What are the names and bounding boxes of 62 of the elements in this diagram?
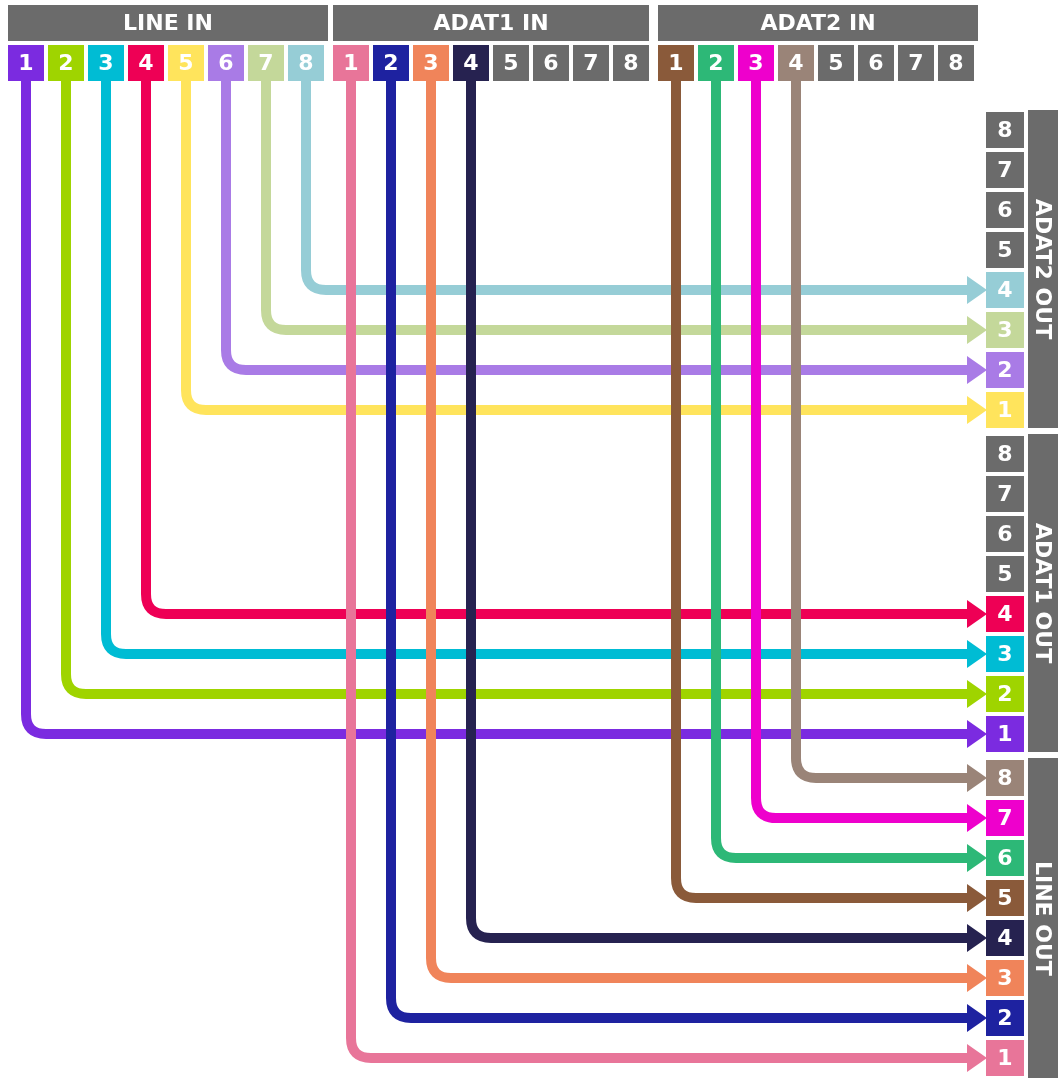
arrow	[221, 81, 987, 384]
channel-box: 1	[986, 716, 1024, 752]
channel-box: 1	[986, 1040, 1024, 1076]
channel-box: 7	[248, 45, 284, 81]
channel-box: 4	[128, 45, 164, 81]
arrow	[671, 81, 987, 912]
channel-box: 5	[986, 556, 1024, 592]
arrow	[751, 81, 987, 832]
channel-box: 1	[986, 392, 1024, 428]
channel-box: 1	[8, 45, 44, 81]
channel-box: 3	[738, 45, 774, 81]
channel-box: 3	[986, 312, 1024, 348]
channel-box: 7	[986, 476, 1024, 512]
channel-box: 7	[898, 45, 934, 81]
channel-box: 2	[48, 45, 84, 81]
channel-box: 6	[208, 45, 244, 81]
channel-box: 6	[858, 45, 894, 81]
channel-box: 3	[986, 960, 1024, 996]
channel-box: 3	[986, 636, 1024, 672]
channel-box: 8	[986, 760, 1024, 796]
group-header: ADAT1 OUT	[1028, 434, 1058, 752]
channel-box: 8	[986, 436, 1024, 472]
channel-box: 6	[986, 192, 1024, 228]
channel-box: 8	[288, 45, 324, 81]
channel-box: 4	[986, 596, 1024, 632]
channel-box: 5	[986, 232, 1024, 268]
group-header: ADAT1 IN	[333, 5, 649, 41]
channel-box: 2	[373, 45, 409, 81]
channel-box: 8	[613, 45, 649, 81]
arrow	[181, 81, 987, 424]
channel-box: 8	[986, 112, 1024, 148]
channel-box: 1	[658, 45, 694, 81]
channel-box: 5	[818, 45, 854, 81]
channel-box: 8	[938, 45, 974, 81]
channel-box: 3	[88, 45, 124, 81]
arrow	[301, 81, 987, 304]
group-header: LINE OUT	[1028, 758, 1058, 1078]
channel-box: 4	[986, 920, 1024, 956]
channel-box: 6	[986, 840, 1024, 876]
arrow	[711, 81, 987, 872]
channel-box: 6	[986, 516, 1024, 552]
channel-box: 4	[453, 45, 489, 81]
channel-box: 7	[986, 152, 1024, 188]
channel-box: 4	[986, 272, 1024, 308]
group-header: ADAT2 IN	[658, 5, 978, 41]
channel-box: 4	[778, 45, 814, 81]
channel-box: 7	[986, 800, 1024, 836]
channel-box: 5	[168, 45, 204, 81]
channel-box: 2	[986, 1000, 1024, 1036]
arrow	[791, 81, 987, 792]
channel-box: 6	[533, 45, 569, 81]
channel-box: 3	[413, 45, 449, 81]
channel-box: 2	[698, 45, 734, 81]
arrow	[261, 81, 987, 344]
channel-box: 5	[986, 880, 1024, 916]
channel-box: 2	[986, 676, 1024, 712]
channel-box: 1	[333, 45, 369, 81]
channel-box: 2	[986, 352, 1024, 388]
channel-box: 5	[493, 45, 529, 81]
group-header: LINE IN	[8, 5, 328, 41]
group-header: ADAT2 OUT	[1028, 110, 1058, 428]
channel-box: 7	[573, 45, 609, 81]
